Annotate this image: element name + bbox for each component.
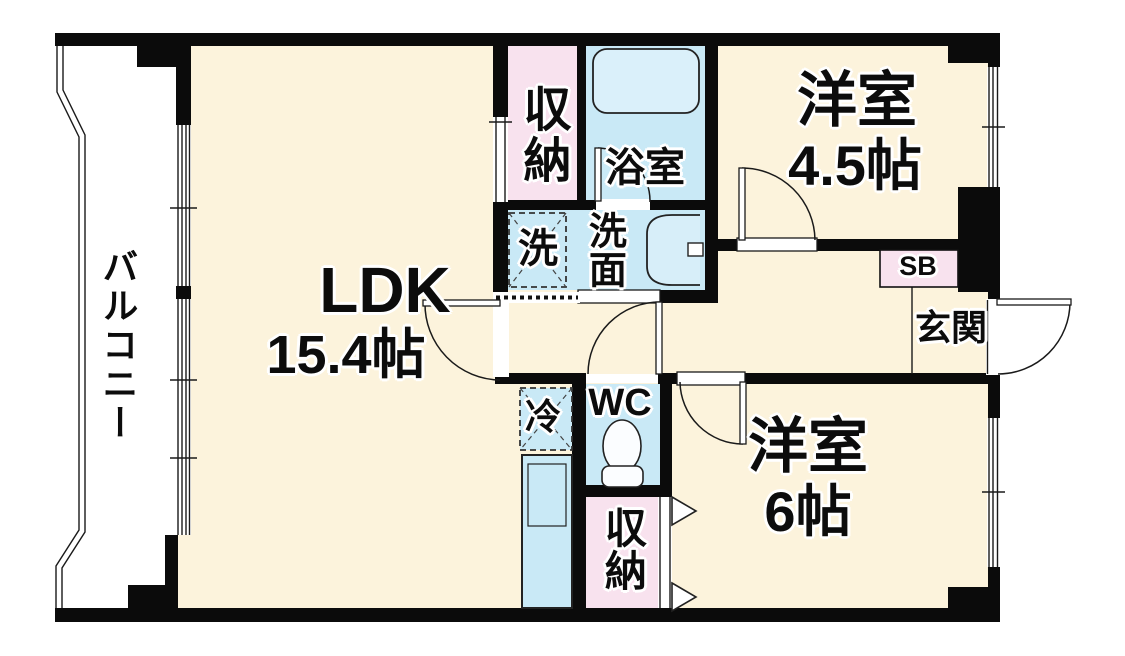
- sink-icon: [646, 214, 704, 286]
- balcony-area: [56, 46, 177, 612]
- kitchen-pass-band: [493, 292, 580, 303]
- washroom-door-opening: [577, 289, 661, 304]
- kitchen-counter-icon: [521, 454, 573, 609]
- toilet-icon: [601, 419, 644, 488]
- room-a-door-opening: [736, 237, 818, 252]
- wc-label: WC: [588, 382, 652, 424]
- laundry-label: 洗: [518, 227, 558, 271]
- closet-bottom-label: 収納: [599, 506, 647, 592]
- balcony-rail-outer: [55, 46, 80, 612]
- washroom-label: 洗面: [582, 211, 625, 289]
- ldk-size-label: 15.4帖: [266, 325, 426, 385]
- door-swings: [422, 147, 1072, 445]
- western-room-b-label: 洋室: [748, 413, 868, 480]
- entrance-door-opening: [986, 299, 1002, 375]
- room-b-window: [982, 418, 1005, 567]
- bath-door-opening: [596, 199, 650, 210]
- wc-door-opening: [586, 374, 658, 383]
- closet-top-label: 収納: [515, 84, 569, 186]
- refrigerator-space-icon: [519, 387, 573, 451]
- bathroom-label: 浴室: [605, 146, 685, 190]
- balcony-window: [170, 125, 197, 535]
- room-b-door-opening: [676, 371, 746, 386]
- western-room-b-size: 6帖: [764, 480, 852, 543]
- balcony-rail-inner: [61, 46, 86, 612]
- western-room-a-label: 洋室: [797, 67, 917, 134]
- bathtub-icon: [592, 48, 700, 114]
- closet-bottom-area: [586, 497, 658, 608]
- closet-top-area: [506, 46, 577, 202]
- room-a-window: [982, 67, 1005, 187]
- balcony-label: バルコニー: [97, 248, 139, 443]
- closet-top-front: [489, 117, 512, 202]
- walls: [55, 33, 1000, 622]
- closet-door-arrow-bottom: [671, 581, 698, 613]
- closet-door-arrow-top: [671, 495, 698, 527]
- ldk-label: LDK: [319, 254, 451, 326]
- shoe-box-label: SB: [899, 251, 937, 281]
- entrance-label: 玄関: [914, 307, 988, 348]
- western-room-a-size: 4.5帖: [788, 134, 922, 197]
- refrigerator-label: 冷: [524, 396, 562, 437]
- closet-bottom-front: [658, 497, 672, 608]
- washer-space-icon: [508, 212, 567, 288]
- shoe-box: [879, 249, 959, 288]
- ldk-door-opening: [493, 302, 509, 377]
